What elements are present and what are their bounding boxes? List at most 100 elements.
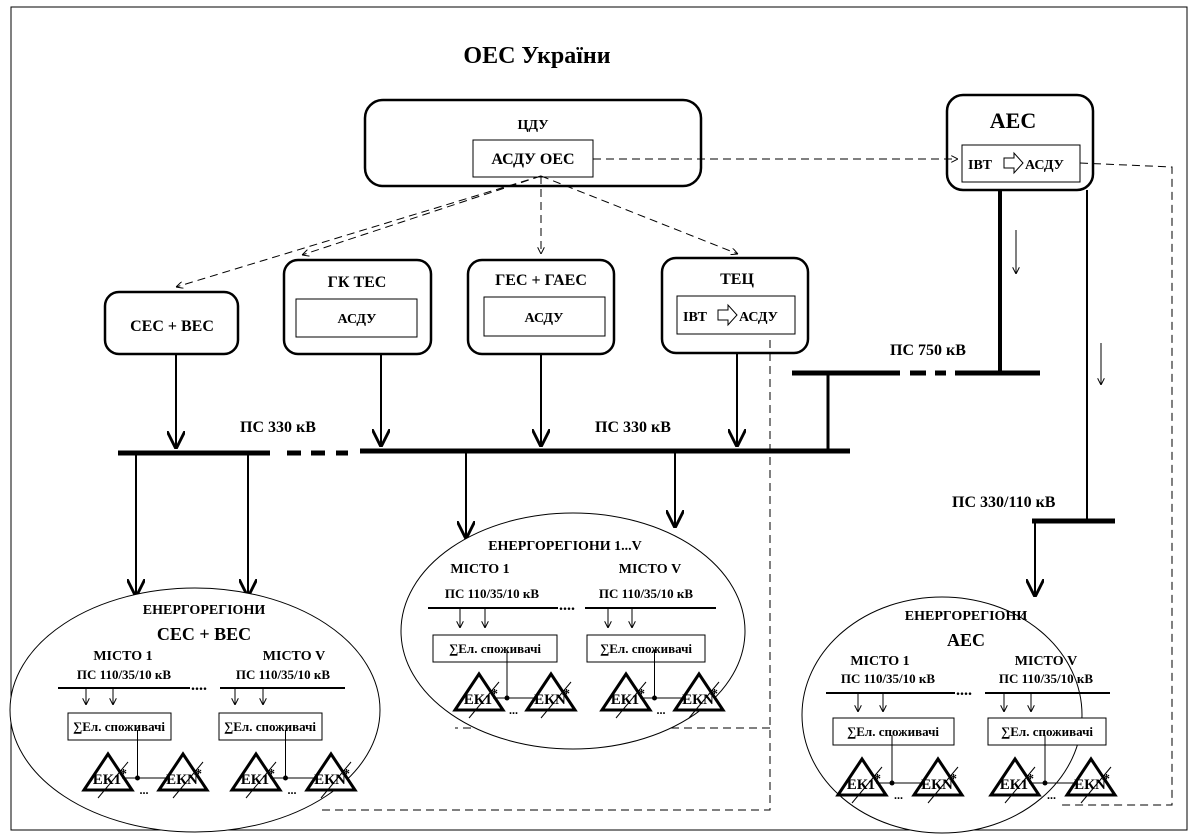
- svg-text:ЕК1: ЕК1: [464, 692, 492, 708]
- region_aes-ek1-1: ЕК1*: [835, 756, 889, 804]
- svg-text:ЕКN: ЕКN: [682, 692, 714, 708]
- region-aes-dots: ....: [956, 682, 972, 699]
- region-aes-psv: ПС 110/35/10 кВ: [999, 671, 1093, 686]
- region_ses-ek-dots-1: ...: [140, 783, 149, 797]
- tec-asdu-label: АСДУ: [739, 310, 778, 325]
- region_aes-ek-dots-1: ...: [894, 788, 903, 802]
- region-mid-psv: ПС 110/35/10 кВ: [599, 586, 693, 601]
- region-aes-consumers-1: ∑Ел. споживачі: [847, 724, 939, 739]
- region-aes-title: ЕНЕРГОРЕГІОНИ: [905, 609, 1028, 624]
- gk-tes-asdu-box: [295, 298, 418, 338]
- bus-750-label: ПС 750 кВ: [890, 342, 966, 359]
- svg-text:*: *: [120, 767, 127, 782]
- region_aes-ek-dots-2: ...: [1047, 788, 1056, 802]
- svg-text:*: *: [1027, 772, 1034, 787]
- region-ses-title-2: СЕС + ВЕС: [157, 624, 251, 644]
- region_ses-ekn-2: ЕКN*: [304, 751, 358, 799]
- aes-label: АЕС: [990, 108, 1036, 133]
- region_mid-ek-dots-1: ...: [509, 703, 518, 717]
- cdu-asdu-box: [472, 139, 594, 178]
- tec-label: ТЕЦ: [720, 271, 754, 288]
- region_mid-ek1-1: ЕК1*: [452, 671, 506, 719]
- bus-330-110-label: ПС 330/110 кВ: [952, 494, 1056, 511]
- svg-text:ЕК1: ЕК1: [611, 692, 639, 708]
- region-aes-consumers-v: ∑Ел. споживачі: [1001, 724, 1093, 739]
- aes-asdu-label: АСДУ: [1025, 158, 1064, 173]
- region-aes-city1: МІСТО 1: [850, 654, 909, 669]
- bus-330-left-label: ПС 330 кВ: [240, 419, 316, 436]
- ges-gaes-asdu-label: АСДУ: [525, 311, 564, 326]
- ek-units: ЕК1*ЕКN*...ЕК1*ЕКN*...ЕК1*ЕКN*...ЕК1*ЕКN…: [81, 650, 1118, 804]
- bus-330: [118, 448, 850, 456]
- ses-ves-box: [103, 290, 240, 356]
- region-mid-ps1: ПС 110/35/10 кВ: [445, 586, 539, 601]
- region-aes-ps1: ПС 110/35/10 кВ: [841, 671, 935, 686]
- svg-text:ЕКN: ЕКN: [921, 777, 953, 793]
- svg-text:ЕК1: ЕК1: [1000, 777, 1028, 793]
- page-title: ОЕС України: [463, 43, 610, 69]
- region-mid-cityv: МІСТО V: [619, 562, 681, 577]
- svg-text:*: *: [343, 767, 350, 782]
- svg-text:ЕКN: ЕКN: [166, 772, 198, 788]
- region_mid-ek1-2: ЕК1*: [599, 671, 653, 719]
- region_ses-ek1-2: ЕК1*: [229, 751, 283, 799]
- region-ses-dots: ....: [191, 677, 207, 694]
- ges-gaes-label: ГЕС + ГАЕС: [495, 272, 587, 289]
- bus-330-right-label: ПС 330 кВ: [595, 419, 671, 436]
- ges-gaes-asdu-box: [483, 296, 606, 337]
- outer-frame: [10, 6, 1188, 831]
- region-aes-oval: [801, 596, 1083, 834]
- region-ses: ЕНЕРГОРЕГІОНИ СЕС + ВЕС МІСТО 1 МІСТО V …: [58, 603, 345, 741]
- ses-ves-label: СЕС + ВЕС: [130, 318, 214, 335]
- region-ses-ps1: ПС 110/35/10 кВ: [77, 667, 171, 682]
- region_aes-ek1-2: ЕК1*: [988, 756, 1042, 804]
- svg-text:*: *: [491, 687, 498, 702]
- svg-text:ЕКN: ЕКN: [1074, 777, 1106, 793]
- region_aes-ekn-2: ЕКN*: [1064, 756, 1118, 804]
- svg-text:*: *: [950, 772, 957, 787]
- region_aes-ekn-1: ЕКN*: [911, 756, 965, 804]
- tec-ibt-arrow-icon: [717, 303, 738, 327]
- svg-text:*: *: [268, 767, 275, 782]
- region_mid-ek-dots-2: ...: [657, 703, 666, 717]
- gk-tes-label: ГК ТЕС: [328, 274, 387, 291]
- region-ses-city1: МІСТО 1: [93, 649, 152, 664]
- region-mid-consumers-v: ∑Ел. споживачі: [600, 641, 692, 656]
- region-ses-psv: ПС 110/35/10 кВ: [236, 667, 330, 682]
- cdu-asdu-label: АСДУ ОЕС: [491, 151, 574, 168]
- region-mid-title: ЕНЕРГОРЕГІОНИ 1...V: [488, 539, 642, 554]
- region-ses-consumers-v: ∑Ел. споживачі: [224, 719, 316, 734]
- svg-text:*: *: [1103, 772, 1110, 787]
- region-mid-consumers-1: ∑Ел. споживачі: [449, 641, 541, 656]
- region-ses-consumers-1: ∑Ел. споживачі: [73, 719, 165, 734]
- svg-text:*: *: [874, 772, 881, 787]
- svg-text:*: *: [195, 767, 202, 782]
- svg-text:ЕКN: ЕКN: [534, 692, 566, 708]
- aes-ibt-arrow-icon: [1003, 151, 1024, 175]
- svg-text:ЕКN: ЕКN: [314, 772, 346, 788]
- svg-text:*: *: [638, 687, 645, 702]
- region-ses-cityv: МІСТО V: [263, 649, 325, 664]
- region_ses-ek-dots-2: ...: [288, 783, 297, 797]
- region_mid-ekn-2: ЕКN*: [672, 671, 726, 719]
- svg-text:ЕК1: ЕК1: [847, 777, 875, 793]
- svg-text:ЕК1: ЕК1: [93, 772, 121, 788]
- gk-tes-asdu-label: АСДУ: [338, 312, 377, 327]
- tec-ibt-label: ІВТ: [683, 310, 708, 325]
- region-mid-city1: МІСТО 1: [450, 562, 509, 577]
- cdu-label: ЦДУ: [518, 118, 549, 133]
- svg-text:*: *: [711, 687, 718, 702]
- region-aes-title-2: АЕС: [947, 630, 985, 650]
- region-ses-title: ЕНЕРГОРЕГІОНИ: [143, 603, 266, 618]
- region_ses-ekn-1: ЕКN*: [156, 751, 210, 799]
- region_mid-ekn-1: ЕКN*: [524, 671, 578, 719]
- region-aes-cityv: МІСТО V: [1015, 654, 1077, 669]
- region_ses-ek1-1: ЕК1*: [81, 751, 135, 799]
- region-aes: ЕНЕРГОРЕГІОНИ АЕС МІСТО 1 МІСТО V ПС 110…: [826, 609, 1110, 746]
- region-mid: ЕНЕРГОРЕГІОНИ 1...V МІСТО 1 МІСТО V ПС 1…: [428, 539, 716, 663]
- svg-text:*: *: [563, 687, 570, 702]
- region-mid-dots: ....: [559, 597, 575, 614]
- svg-text:ЕК1: ЕК1: [241, 772, 269, 788]
- aes-ibt-label: ІВТ: [968, 158, 993, 173]
